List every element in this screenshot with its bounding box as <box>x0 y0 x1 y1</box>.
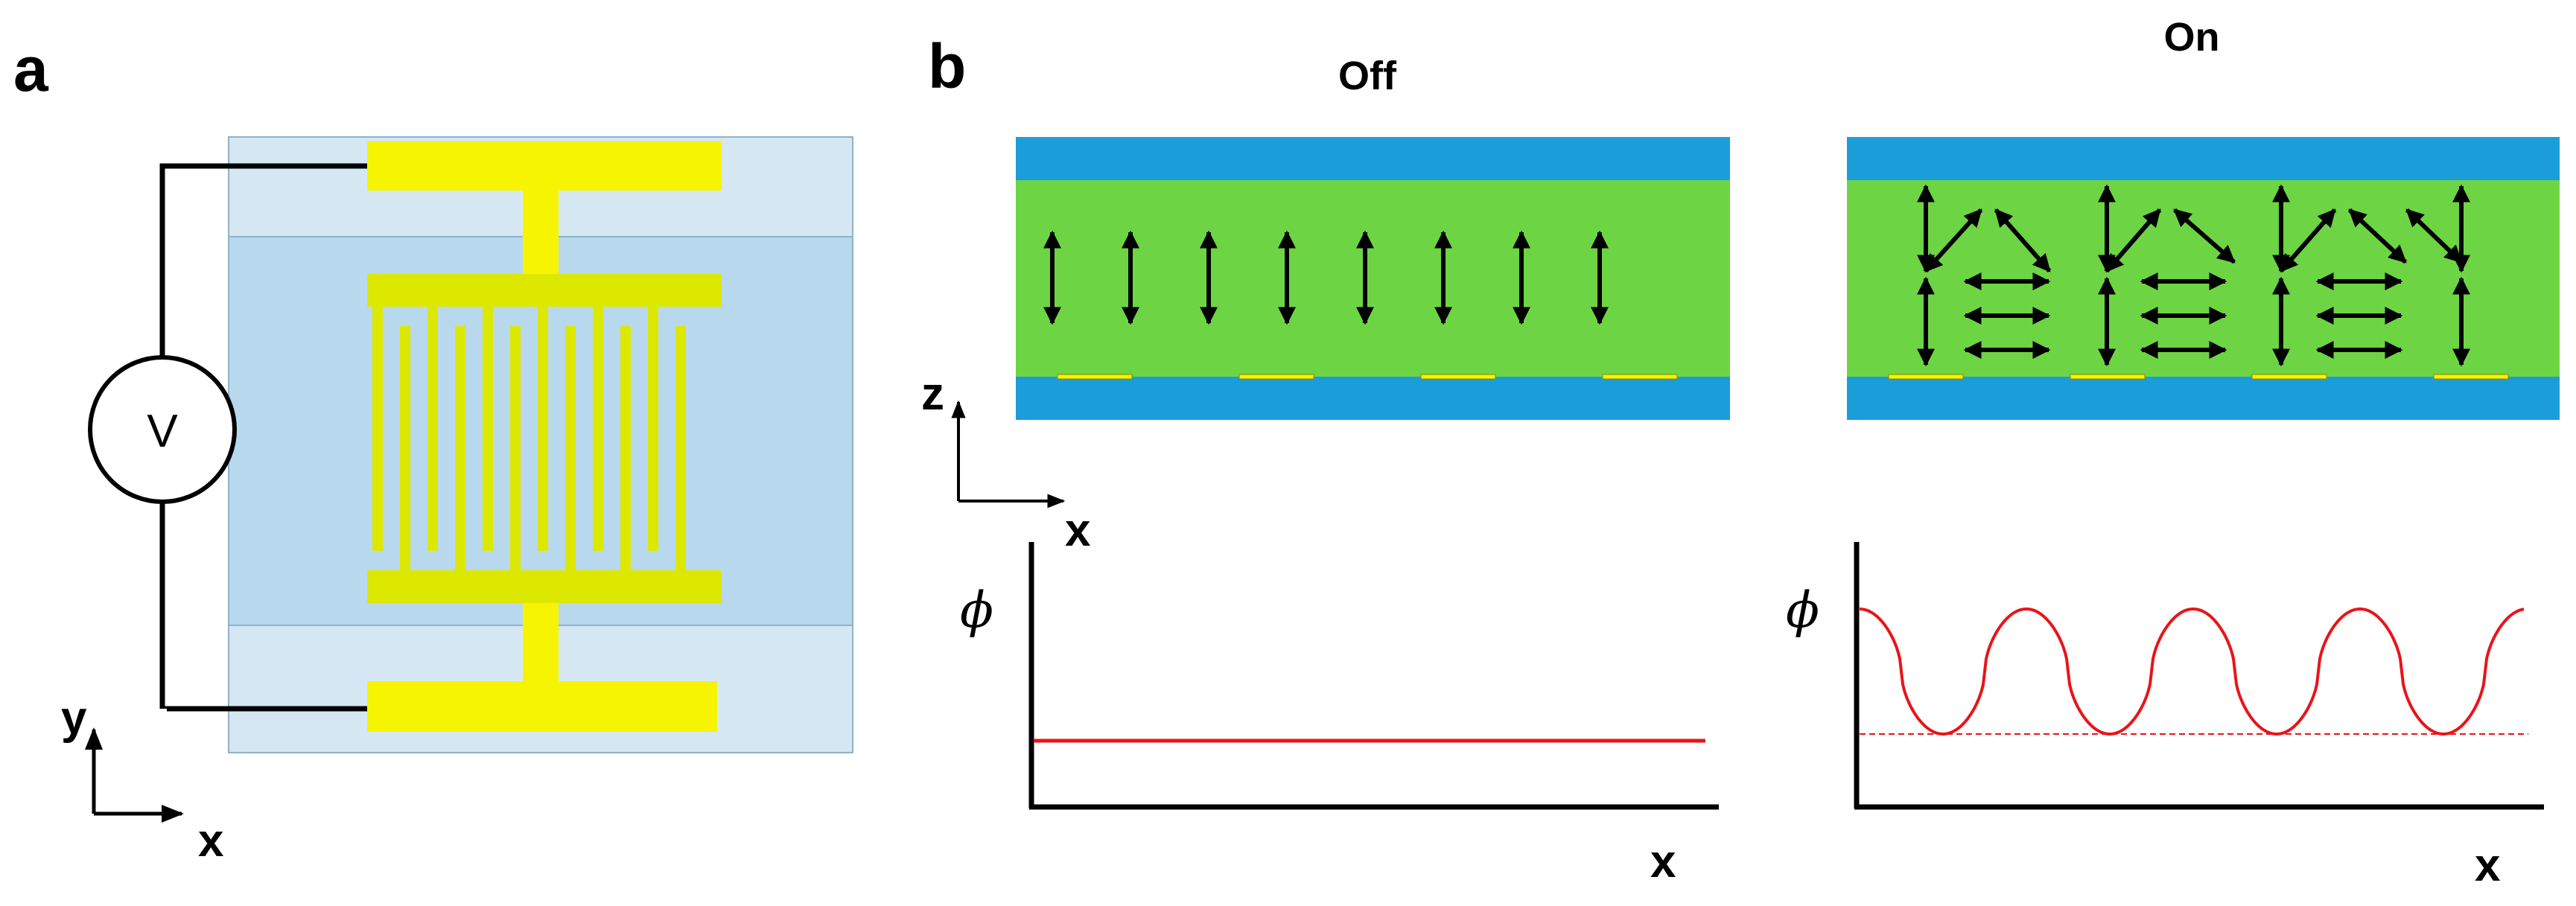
wire-mask <box>158 709 167 753</box>
off-bottom-glass <box>1016 377 1730 420</box>
x-axis-label-b: x <box>1065 505 1091 556</box>
on-plot-phi-label: ϕ <box>1786 581 1819 639</box>
top-bus-bar <box>367 274 722 307</box>
on-directors <box>1917 184 2470 367</box>
director-arrow <box>2347 208 2408 264</box>
on-top-glass <box>1847 137 2560 180</box>
panel-a-axes: y x <box>61 692 224 867</box>
cell-electrode <box>2433 374 2509 380</box>
on-liquid-crystal <box>1847 180 2560 377</box>
off-directors <box>1043 230 1609 325</box>
director-arrow <box>2173 208 2236 264</box>
z-axis-label: z <box>921 369 944 420</box>
on-plot-x-label: x <box>2475 840 2501 891</box>
x-axis-label: x <box>198 815 224 867</box>
on-state-title: On <box>2164 15 2220 60</box>
electrode-finger <box>483 307 493 551</box>
top-stem <box>523 191 559 277</box>
off-profile-plot: ϕ x <box>960 542 1719 887</box>
cell-electrode <box>1420 374 1496 380</box>
director-arrow <box>2105 208 2162 272</box>
electrode-finger <box>427 307 438 551</box>
cell-electrode <box>1057 374 1133 380</box>
bottom-fingers <box>400 326 686 570</box>
off-electrodes <box>1057 374 1678 380</box>
electrode-finger <box>620 326 631 570</box>
electrode-finger <box>675 326 686 570</box>
director-arrow <box>1994 208 2052 272</box>
electrode-finger <box>565 326 576 570</box>
director-arrow <box>2279 208 2337 272</box>
off-plot-phi-label: ϕ <box>960 581 993 639</box>
off-liquid-crystal <box>1016 180 1730 377</box>
electrode-finger <box>593 307 603 551</box>
off-top-glass <box>1016 137 1730 180</box>
electrode-finger <box>400 326 410 570</box>
cell-electrode <box>2070 374 2146 380</box>
interdigitated-electrode <box>367 141 722 732</box>
electrode-finger <box>648 307 658 551</box>
y-axis-label: y <box>61 692 87 744</box>
bottom-stem <box>523 600 559 681</box>
cell-electrode <box>1888 374 1964 380</box>
bottom-bus-bar <box>367 570 722 603</box>
on-bottom-glass <box>1847 377 2560 420</box>
voltage-circuit: V <box>88 163 367 753</box>
cell-electrode <box>2251 374 2327 380</box>
on-cell <box>1847 137 2560 420</box>
on-phi-curve <box>1859 607 2525 736</box>
wire-top <box>159 163 367 750</box>
panel-b-axes: z x <box>921 369 1091 556</box>
off-state: Off <box>1016 54 1730 420</box>
electrode-finger <box>455 326 465 570</box>
voltage-source <box>88 355 237 504</box>
bottom-contact-pad <box>367 681 717 732</box>
off-cell <box>1016 137 1730 420</box>
top-fingers <box>372 307 658 551</box>
electrode-finger <box>510 326 521 570</box>
top-contact-pad <box>367 141 722 191</box>
cell-electrode <box>1238 374 1314 380</box>
off-state-title: Off <box>1338 54 1397 98</box>
director-arrow <box>1924 208 1983 273</box>
on-electrodes <box>1888 374 2509 380</box>
panel-a-letter: a <box>13 34 49 104</box>
cell-electrode <box>1602 374 1678 380</box>
on-state: On <box>1847 15 2560 420</box>
panel-b-letter: b <box>928 31 966 101</box>
voltage-source-label: V <box>147 406 178 457</box>
electrode-finger <box>538 307 548 551</box>
director-arrow <box>2405 208 2464 264</box>
on-profile-plot: ϕ x <box>1786 542 2544 891</box>
electrode-finger <box>372 307 383 551</box>
off-plot-x-label: x <box>1650 836 1676 887</box>
